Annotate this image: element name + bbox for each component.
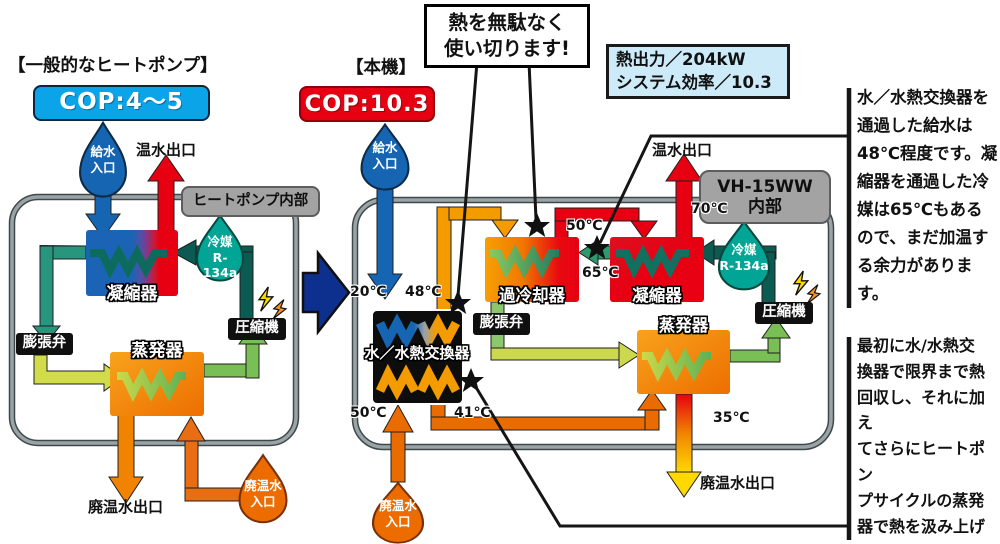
temp-41: 41℃ (454, 405, 491, 421)
transition-arrow-icon (301, 249, 351, 336)
waste-water-out-label: 廃温水出口 (700, 474, 776, 492)
waste-water-out-label: 廃温水出口 (88, 498, 164, 516)
left-title: 【一般的なヒートポンプ】 (8, 56, 218, 76)
evaporator-coil-icon (117, 367, 186, 402)
subcooler-label: 過冷却器 (499, 286, 565, 305)
unit-title: 【本機】 (346, 58, 416, 78)
note-efficiency: 最初に水/水熱交 換器で限界まで熱 回収し、それに加え てさらにヒートポン プサ… (857, 336, 986, 544)
callout-box: 熱を無駄なく 使い切ります! (424, 4, 590, 68)
expansion-valve-label: 膨張弁 (16, 333, 73, 355)
left-evaporator-box (110, 352, 204, 416)
temp-65: 65℃ (582, 265, 619, 281)
right-subcooler-box (485, 237, 579, 302)
left-condenser-box (86, 230, 178, 296)
evaporator-label: 蒸発器 (658, 316, 709, 335)
callout-lines (456, 61, 852, 540)
waste-water-in-label: 廃温水 入口 (244, 478, 282, 509)
condenser-label: 凝縮器 (632, 286, 682, 305)
spec-box: 熱出力／204kW システム効率／10.3 (606, 44, 790, 99)
condenser-label: 凝縮器 (106, 284, 158, 304)
temp-20: 20℃ (350, 284, 387, 300)
unit-cop-badge: COP:10.3 (299, 86, 435, 122)
evaporator-label: 蒸発器 (131, 341, 183, 361)
hot-water-out-label: 温水出口 (652, 141, 713, 159)
waste-water-in-label: 廃温水 入口 (379, 498, 417, 529)
water-heat-exchanger-box (371, 309, 464, 405)
compressor-label: 圧縮機 (228, 318, 286, 340)
condenser-coil-icon (90, 244, 167, 279)
hot-water-out-label: 温水出口 (136, 141, 197, 159)
hx-waste-coil-icon (375, 363, 460, 401)
temp-35: 35℃ (713, 410, 750, 426)
expansion-valve-label: 膨張弁 (473, 313, 530, 335)
left-inside-label: ヒートポンプ内部 (181, 186, 320, 217)
refrigerant-label: 冷媒 R-134a (202, 234, 238, 281)
hx-water-coil-icon (375, 313, 460, 351)
right-evaporator-box (637, 330, 730, 394)
temp-50-bottom: 50℃ (350, 405, 387, 421)
subcooler-coil-icon (490, 244, 559, 279)
water-in-label: 給水 入口 (372, 140, 398, 171)
compressor-label: 圧縮機 (755, 302, 813, 324)
refrigerant-label: 冷媒 R-134a (719, 242, 769, 273)
water-in-label: 給水 入口 (90, 144, 116, 175)
condenser-coil-icon (616, 244, 689, 279)
right-condenser-box (610, 237, 704, 302)
note-water-hx: 水／水熱交換器を 通過した給水は 48℃程度です。凝 縮器を通過した冷 媒は65… (857, 88, 998, 303)
temp-70: 70℃ (691, 201, 728, 217)
temp-48: 48℃ (405, 284, 442, 300)
temp-50-top: 50℃ (566, 218, 603, 234)
evaporator-coil-icon (642, 347, 711, 382)
heat-exchanger-label: 水／水熱交換器 (364, 344, 470, 362)
left-cop-badge: COP:4〜5 (33, 85, 210, 121)
right-inside-label: VH-15WW 内部 (699, 170, 831, 224)
